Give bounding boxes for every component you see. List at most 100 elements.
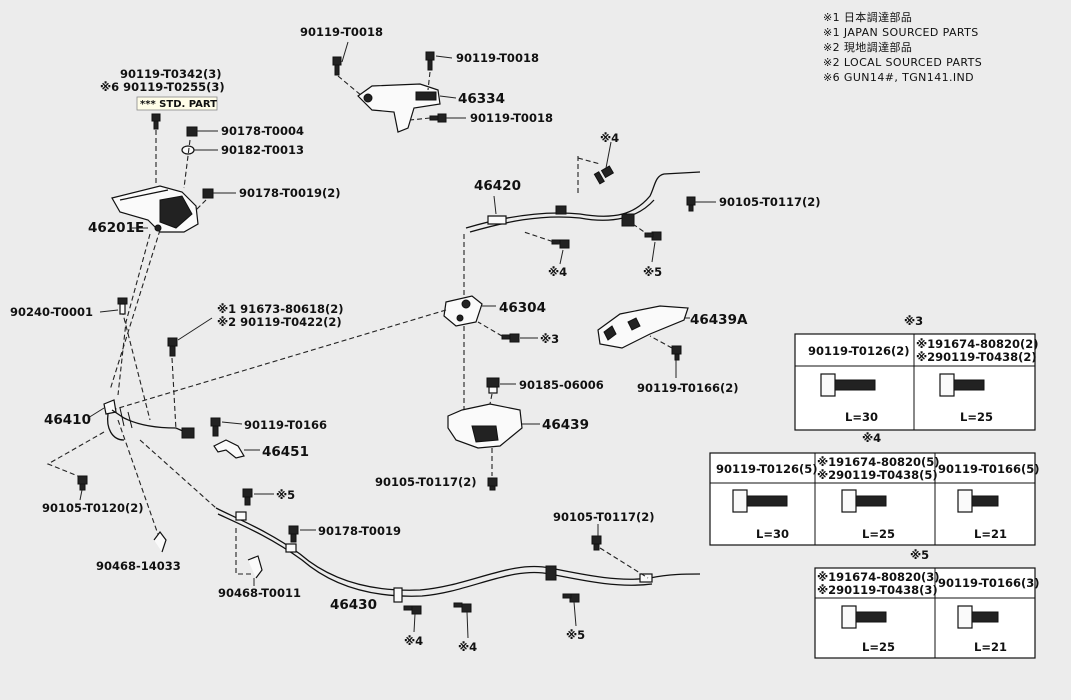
part-label[interactable]: 90178-T0019 — [318, 524, 401, 538]
leader-line — [599, 547, 649, 579]
table-header: ※290119-T0438(3) — [817, 583, 938, 597]
part-label[interactable]: ※3 — [540, 332, 559, 346]
spec-table-4: ※4 90119-T0126(5) ※191674-80820(5) ※2901… — [709, 431, 1039, 546]
part-label[interactable]: 90240-T0001 — [10, 305, 93, 319]
table-header: ※191674-80820(3) — [817, 570, 940, 584]
part-label[interactable]: 46201E — [88, 220, 144, 236]
part-label[interactable]: ※5 — [566, 628, 585, 642]
table-header: ※290119-T0438(2) — [916, 350, 1037, 364]
part-label[interactable]: 46334 — [458, 91, 505, 107]
bolt-icon — [77, 475, 88, 491]
leader-line — [649, 335, 673, 349]
leader-line — [235, 528, 252, 575]
table-title: ※3 — [904, 314, 923, 328]
part-label[interactable]: ※4 — [404, 634, 423, 648]
clip-icon — [247, 555, 263, 579]
bolt-icon — [551, 165, 696, 249]
part-label[interactable]: ※2 90119-T0422(2) — [217, 315, 342, 329]
table-title: ※4 — [862, 431, 881, 445]
part-label[interactable]: 90105-T0117(2) — [719, 195, 820, 209]
part-label[interactable]: 46451 — [262, 444, 309, 460]
leader-line — [493, 195, 497, 215]
part-label[interactable]: ※5 — [643, 265, 662, 279]
leader-line — [177, 317, 213, 341]
table-header: ※191674-80820(2) — [916, 337, 1039, 351]
part-label[interactable]: ※6 90119-T0255(3) — [100, 80, 225, 94]
table-header: 90119-T0126(5) — [716, 462, 817, 476]
part-label[interactable]: 46410 — [44, 412, 91, 428]
part-label[interactable]: 90185-06006 — [519, 378, 604, 392]
legend-line: ※2 LOCAL SOURCED PARTS — [823, 56, 982, 69]
leader-line — [341, 41, 466, 119]
part-label[interactable]: ※4 — [458, 640, 477, 654]
part-label[interactable]: 90119-T0166 — [244, 418, 327, 432]
bolt-icon — [671, 345, 682, 361]
part-label[interactable]: 90105-T0117(2) — [375, 475, 476, 489]
std-part-tag-text: *** STD. PART — [140, 99, 217, 110]
legend-line: ※6 GUN14#, TGN141.IND — [823, 71, 974, 84]
part-label[interactable]: 90105-T0117(2) — [553, 510, 654, 524]
bolt-icon — [151, 113, 161, 130]
legend-line: ※2 現地調達部品 — [823, 40, 912, 54]
leader-line — [99, 309, 119, 313]
leader-line — [139, 439, 217, 509]
leader-line — [477, 321, 503, 337]
table-length: L=25 — [862, 527, 895, 541]
leader-line — [111, 309, 447, 411]
leader-line — [523, 156, 651, 245]
table-length: L=21 — [974, 640, 1007, 654]
leader-line — [132, 130, 236, 229]
table-length: L=25 — [862, 640, 895, 654]
leader-line — [489, 393, 493, 476]
std-part-tag — [136, 96, 218, 111]
part-label[interactable]: 90119-T0018 — [300, 25, 383, 39]
bolt-icon — [501, 333, 520, 343]
bolt-icon — [332, 51, 447, 123]
part-label[interactable]: 90182-T0013 — [221, 143, 304, 157]
part-label[interactable]: 46430 — [330, 597, 377, 613]
leader-line — [337, 71, 431, 121]
equalizer-46304 — [443, 295, 483, 327]
cover-46439 — [447, 403, 523, 449]
cable-46420 — [465, 171, 701, 233]
part-label[interactable]: ※4 — [548, 265, 567, 279]
part-label[interactable]: ※5 — [276, 488, 295, 502]
bolt-icon — [820, 373, 985, 397]
bolt-icon — [732, 489, 999, 513]
nut-icon — [186, 126, 198, 137]
table-title: ※5 — [910, 548, 929, 562]
part-label[interactable]: 90178-T0019(2) — [239, 186, 340, 200]
bolt-icon — [117, 297, 128, 315]
part-label[interactable]: 90119-T0018 — [456, 51, 539, 65]
part-label[interactable]: 46439 — [542, 417, 589, 433]
leader-line — [87, 407, 105, 419]
part-label[interactable]: 90119-T0166(2) — [637, 381, 738, 395]
bolt-icon — [242, 488, 602, 615]
bolt-icon — [487, 477, 498, 491]
part-label[interactable]: ※1 91673-80618(2) — [217, 302, 344, 316]
table-header: ※191674-80820(5) — [817, 455, 940, 469]
leader-line — [109, 229, 161, 421]
part-label[interactable]: ※4 — [600, 131, 619, 145]
part-label[interactable]: 90178-T0004 — [221, 124, 304, 138]
leader-line — [559, 141, 716, 265]
part-label[interactable]: 46439A — [690, 312, 748, 328]
part-label[interactable]: 90468-T0011 — [218, 586, 301, 600]
part-label[interactable]: 90119-T0018 — [470, 111, 553, 125]
nut-icon — [486, 377, 500, 394]
part-label[interactable]: 46420 — [474, 178, 521, 194]
leader-line — [155, 130, 207, 211]
part-label[interactable]: 90119-T0342(3) — [120, 67, 221, 81]
legend: ※1 日本調達部品 ※1 JAPAN SOURCED PARTS ※2 現地調達… — [823, 10, 982, 84]
legend-line: ※1 日本調達部品 — [823, 10, 912, 24]
spec-table-3: ※3 90119-T0126(2) ※191674-80820(2) ※2901… — [794, 314, 1039, 431]
part-label[interactable]: 46304 — [499, 300, 546, 316]
table-header: 90119-T0166(3) — [938, 576, 1039, 590]
bolt-icon — [210, 417, 221, 437]
part-label[interactable]: 90105-T0120(2) — [42, 501, 143, 515]
table-header: ※290119-T0438(5) — [817, 468, 938, 482]
leader-line — [413, 601, 577, 639]
lever-assembly-46201E — [111, 185, 199, 233]
part-label[interactable]: 90468-14033 — [96, 559, 181, 573]
